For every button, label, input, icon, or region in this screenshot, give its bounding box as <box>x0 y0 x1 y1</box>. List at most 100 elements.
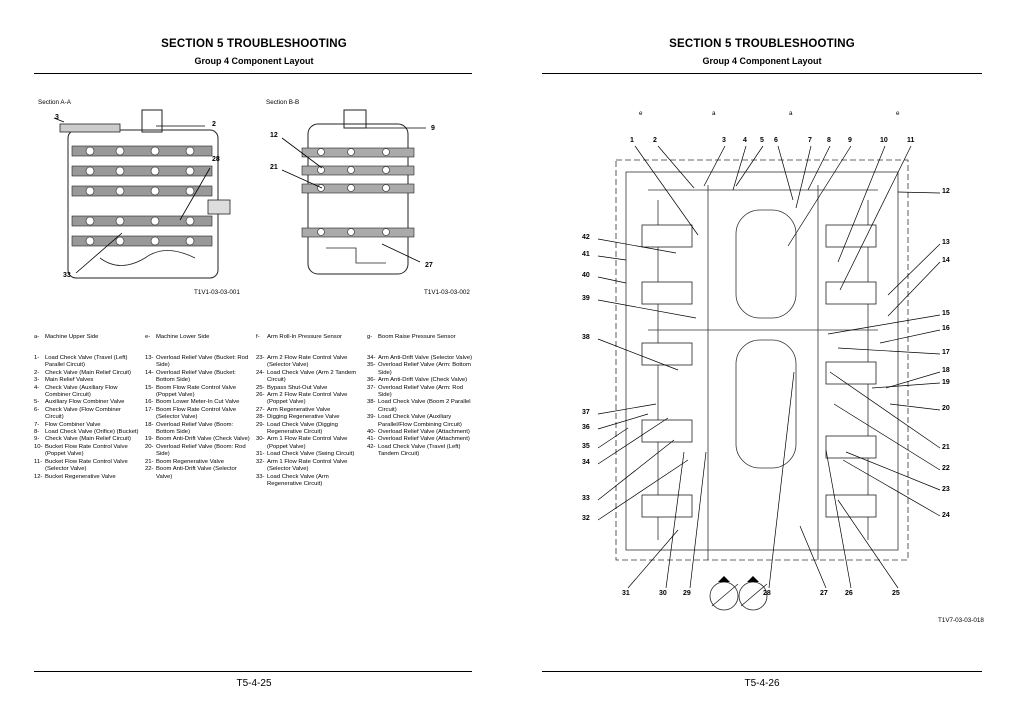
callout-31: 31 <box>622 590 630 597</box>
legend-item-text: Arm 2 Flow Rate Control Valve (Poppet Va… <box>267 392 348 406</box>
legend-item: 35-Overload Relief Valve (Arm: Bottom Si… <box>367 362 473 377</box>
legend-item-text: Load Check Valve (Travel (Left) Tandem C… <box>378 443 461 458</box>
callout-42: 42 <box>582 234 590 241</box>
legend-item-text: Overload Relief Valve (Attachment) <box>378 429 470 436</box>
legend-item: 12-Bucket Regenerative Valve <box>34 474 140 481</box>
legend-item-number: 8- <box>34 429 40 436</box>
legend-item-number: 25- <box>256 384 265 391</box>
callout-10: 10 <box>880 137 888 144</box>
legend-item-number: 5- <box>34 399 40 406</box>
page-number: T5-4-25 <box>236 678 272 689</box>
legend-item-text: Overload Relief Valve (Arm: Rod Side) <box>378 384 464 399</box>
legend-item-number: 37- <box>367 384 376 391</box>
legend-item: 34-Arm Anti-Drift Valve (Selector Valve) <box>367 355 473 362</box>
legend-item: 37-Overload Relief Valve (Arm: Rod Side) <box>367 385 473 400</box>
hydraulic-circuit-diagram <box>597 145 941 611</box>
legend-item: 38-Load Check Valve (Boom 2 Parallel Cir… <box>367 399 473 414</box>
legend-item: 13-Overload Relief Valve (Bucket: Rod Si… <box>145 355 251 370</box>
legend-item: 17-Boom Flow Rate Control Valve (Selecto… <box>145 407 251 422</box>
legend-item-text: Load Check Valve (Digging Regenerative C… <box>267 421 338 436</box>
legend-item-number: 22- <box>145 466 154 473</box>
callout-40: 40 <box>582 272 590 279</box>
legend-item-text: Arm Regenerative Valve <box>267 406 331 413</box>
legend-item-number: 38- <box>367 399 376 406</box>
legend-item-text: Boom Anti-Drift Valve (Check Valve) <box>156 436 250 443</box>
legend-header-a: a-Machine Upper Side <box>34 334 99 340</box>
legend-item-number: 14- <box>145 369 154 376</box>
legend-item-number: 27- <box>256 406 265 413</box>
legend-item-number: 26- <box>256 392 265 399</box>
legend-item-text: Digging Regenerative Valve <box>267 414 340 421</box>
header-rule <box>34 73 472 74</box>
section-a-label: Section A-A <box>38 99 71 106</box>
legend-item: 42-Load Check Valve (Travel (Left) Tande… <box>367 444 473 459</box>
callout-9: 9 <box>848 137 852 144</box>
legend-item-number: 42- <box>367 443 376 450</box>
legend-item: 30-Arm 1 Flow Rate Control Valve (Poppet… <box>256 436 362 451</box>
legend-item: 36-Arm Anti-Drift Valve (Check Valve) <box>367 377 473 384</box>
legend-item-number: 30- <box>256 436 265 443</box>
callout-2: 2 <box>653 137 657 144</box>
legend-item-number: 9- <box>34 436 40 443</box>
legend-item-text: Load Check Valve (Auxiliary Parallel/Flo… <box>378 414 462 428</box>
legend-header-e: e-Machine Lower Side <box>145 334 210 340</box>
legend-item-number: 18- <box>145 421 154 428</box>
legend-item-number: 17- <box>145 406 154 413</box>
callout-29: 29 <box>683 590 691 597</box>
legend-item-text: Auxiliary Flow Combiner Valve <box>45 399 125 406</box>
callout-13: 13 <box>942 239 950 246</box>
legend-item-number: 4- <box>34 384 40 391</box>
footer-rule <box>34 671 472 672</box>
legend-item: 14-Overload Relief Valve (Bucket: Bottom… <box>145 370 251 385</box>
top-letter-e-2: e <box>896 110 900 117</box>
legend-item-text: Check Valve (Main Relief Circuit) <box>45 436 131 443</box>
callout-30: 30 <box>659 590 667 597</box>
callout-25: 25 <box>892 590 900 597</box>
legend-item-text: Bucket Flow Rate Control Valve (Selector… <box>45 458 128 473</box>
legend-item-text: Arm Anti-Drift Valve (Check Valve) <box>378 377 468 384</box>
legend-item: 15-Boom Flow Rate Control Valve (Poppet … <box>145 385 251 400</box>
top-letter-a-2: a <box>789 110 793 117</box>
legend-item-text: Check Valve (Auxiliary Flow Combiner Cir… <box>45 384 118 399</box>
callout-16: 16 <box>942 325 950 332</box>
group-title: Group 4 Component Layout <box>702 56 822 66</box>
legend-item-number: 1- <box>34 355 40 361</box>
legend-item: 32-Arm 1 Flow Rate Control Valve (Select… <box>256 459 362 474</box>
callout-4: 4 <box>743 137 747 144</box>
legend-column-2: 13-Overload Relief Valve (Bucket: Rod Si… <box>145 355 251 481</box>
legend-item-number: 12- <box>34 473 43 480</box>
legend-item-text: Overload Relief Valve (Bucket: Bottom Si… <box>156 369 236 384</box>
callout-14: 14 <box>942 257 950 264</box>
legend-item-number: 16- <box>145 399 154 406</box>
legend-item-number: 31- <box>256 451 265 458</box>
callout-27: 27 <box>820 590 828 597</box>
legend-header-f: f-Arm Roll-In Pressure Sensor <box>256 334 342 340</box>
legend-item: 40-Overload Relief Valve (Attachment) <box>367 429 473 436</box>
right-page: SECTION 5 TROUBLESHOOTING Group 4 Compon… <box>508 0 1016 723</box>
callout-a-28: 28 <box>212 156 220 163</box>
legend-item-text: Arm Anti-Drift Valve (Selector Valve) <box>378 355 473 361</box>
legend-item-text: Boom Anti-Drift Valve (Selector Valve) <box>156 466 237 480</box>
legend-item: 23-Arm 2 Flow Rate Control Valve (Select… <box>256 355 362 370</box>
legend-item: 5- Auxiliary Flow Combiner Valve <box>34 399 140 406</box>
legend-item-number: 40- <box>367 429 376 436</box>
callout-a-3: 3 <box>55 114 59 121</box>
legend-item-text: Boom Flow Rate Control Valve (Poppet Val… <box>156 384 237 399</box>
legend-item-number: 19- <box>145 436 154 443</box>
legend-item-number: 2- <box>34 369 40 376</box>
legend-item: 21-Boom Regenerative Valve <box>145 459 251 466</box>
fig-a-id: T1V1-03-03-001 <box>194 289 240 296</box>
legend-item: 10-Bucket Flow Rate Control Valve (Poppe… <box>34 444 140 459</box>
callout-19: 19 <box>942 379 950 386</box>
callout-b-12: 12 <box>270 132 278 139</box>
legend-item-number: 39- <box>367 414 376 421</box>
callout-5: 5 <box>760 137 764 144</box>
legend-item-number: 28- <box>256 414 265 421</box>
legend-item: 31-Load Check Valve (Swing Circuit) <box>256 451 362 458</box>
legend-item-text: Bucket Flow Rate Control Valve (Poppet V… <box>45 443 128 458</box>
callout-b-9: 9 <box>431 125 435 132</box>
legend-item-text: Boom Lower Meter-In Cut Valve <box>156 399 240 406</box>
legend-item-number: 3- <box>34 377 40 384</box>
legend-item-text: Load Check Valve (Orifice) (Bucket) <box>45 429 139 436</box>
legend-item-text: Load Check Valve (Arm 2 Tandem Circuit) <box>267 369 357 384</box>
